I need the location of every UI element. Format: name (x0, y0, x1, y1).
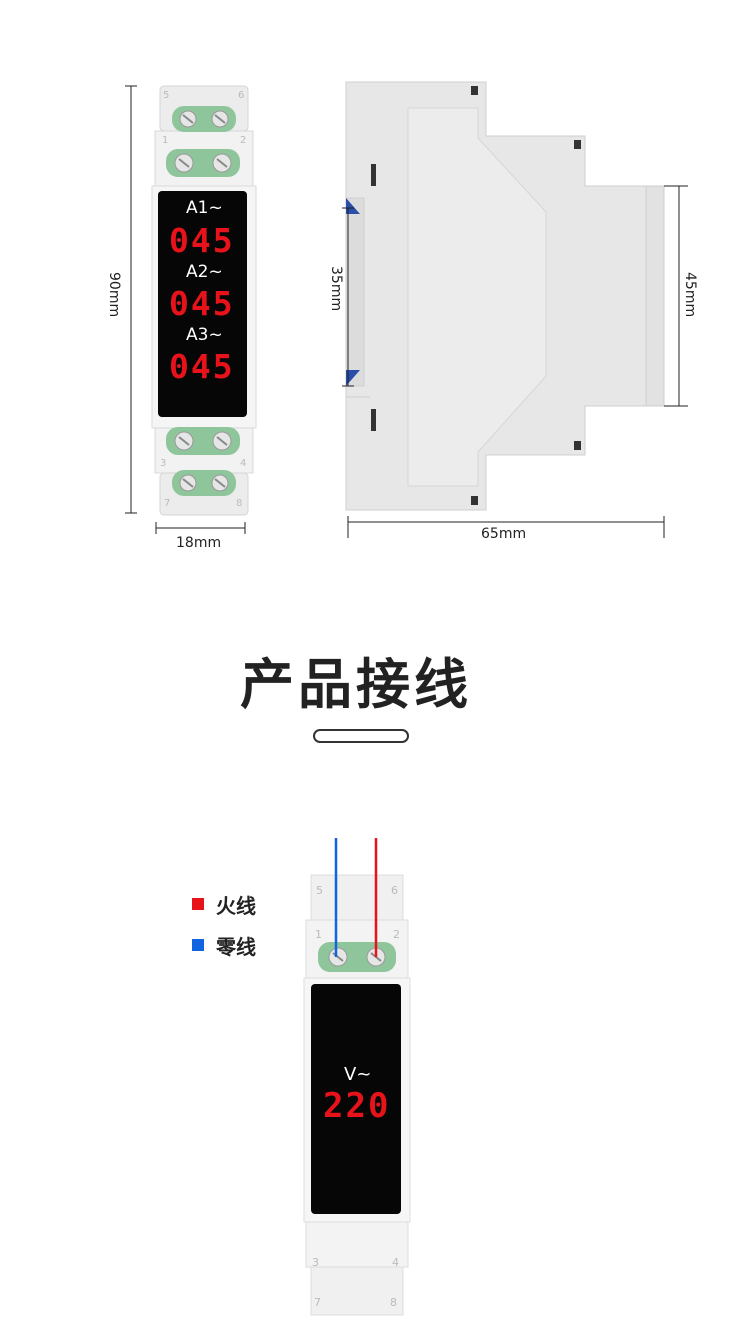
terminal-number: 3 (312, 1256, 319, 1269)
dimension-depth-label: 65mm (481, 526, 527, 542)
terminal-number: 3 (160, 458, 167, 469)
wiring-diagram (303, 838, 411, 1316)
side-device (345, 81, 665, 511)
voltage-value: 220 (323, 1086, 391, 1126)
neutral-wire-label: 零线 (216, 935, 256, 959)
terminal-number: 1 (162, 135, 169, 146)
channel-label-a2: A2~ (186, 262, 223, 282)
channel-label-a1: A1~ (186, 198, 223, 218)
channel-value-a3: 045 (169, 347, 235, 386)
dimension-rail-label: 35mm (328, 266, 344, 312)
terminal-number: 8 (236, 498, 243, 509)
title-underline (313, 729, 409, 743)
channel-value-a1: 045 (169, 221, 235, 260)
live-color-swatch (192, 898, 204, 910)
channel-value-a2: 045 (169, 284, 235, 323)
section-title: 产品接线 (240, 653, 472, 716)
terminal-number: 7 (314, 1296, 321, 1309)
dimension-height-label: 90mm (106, 272, 122, 318)
terminal-number: 7 (164, 498, 171, 509)
dimension-body-label: 45mm (682, 272, 698, 318)
live-wire-label: 火线 (216, 894, 256, 918)
terminal-number: 5 (163, 90, 170, 101)
terminal-number: 1 (315, 928, 322, 941)
terminal-number: 6 (391, 884, 398, 897)
front-device (151, 85, 257, 516)
device-drawings (125, 81, 688, 538)
dimension-width-label: 18mm (176, 535, 222, 551)
terminal-number: 4 (240, 458, 247, 469)
terminal-number: 4 (392, 1256, 399, 1269)
channel-label-a3: A3~ (186, 325, 223, 345)
terminal-number: 2 (393, 928, 400, 941)
terminal-number: 8 (390, 1296, 397, 1309)
terminal-number: 2 (240, 135, 247, 146)
terminal-number: 5 (316, 884, 323, 897)
voltage-label: V~ (344, 1064, 372, 1085)
terminal-number: 6 (238, 90, 245, 101)
neutral-color-swatch (192, 939, 204, 951)
